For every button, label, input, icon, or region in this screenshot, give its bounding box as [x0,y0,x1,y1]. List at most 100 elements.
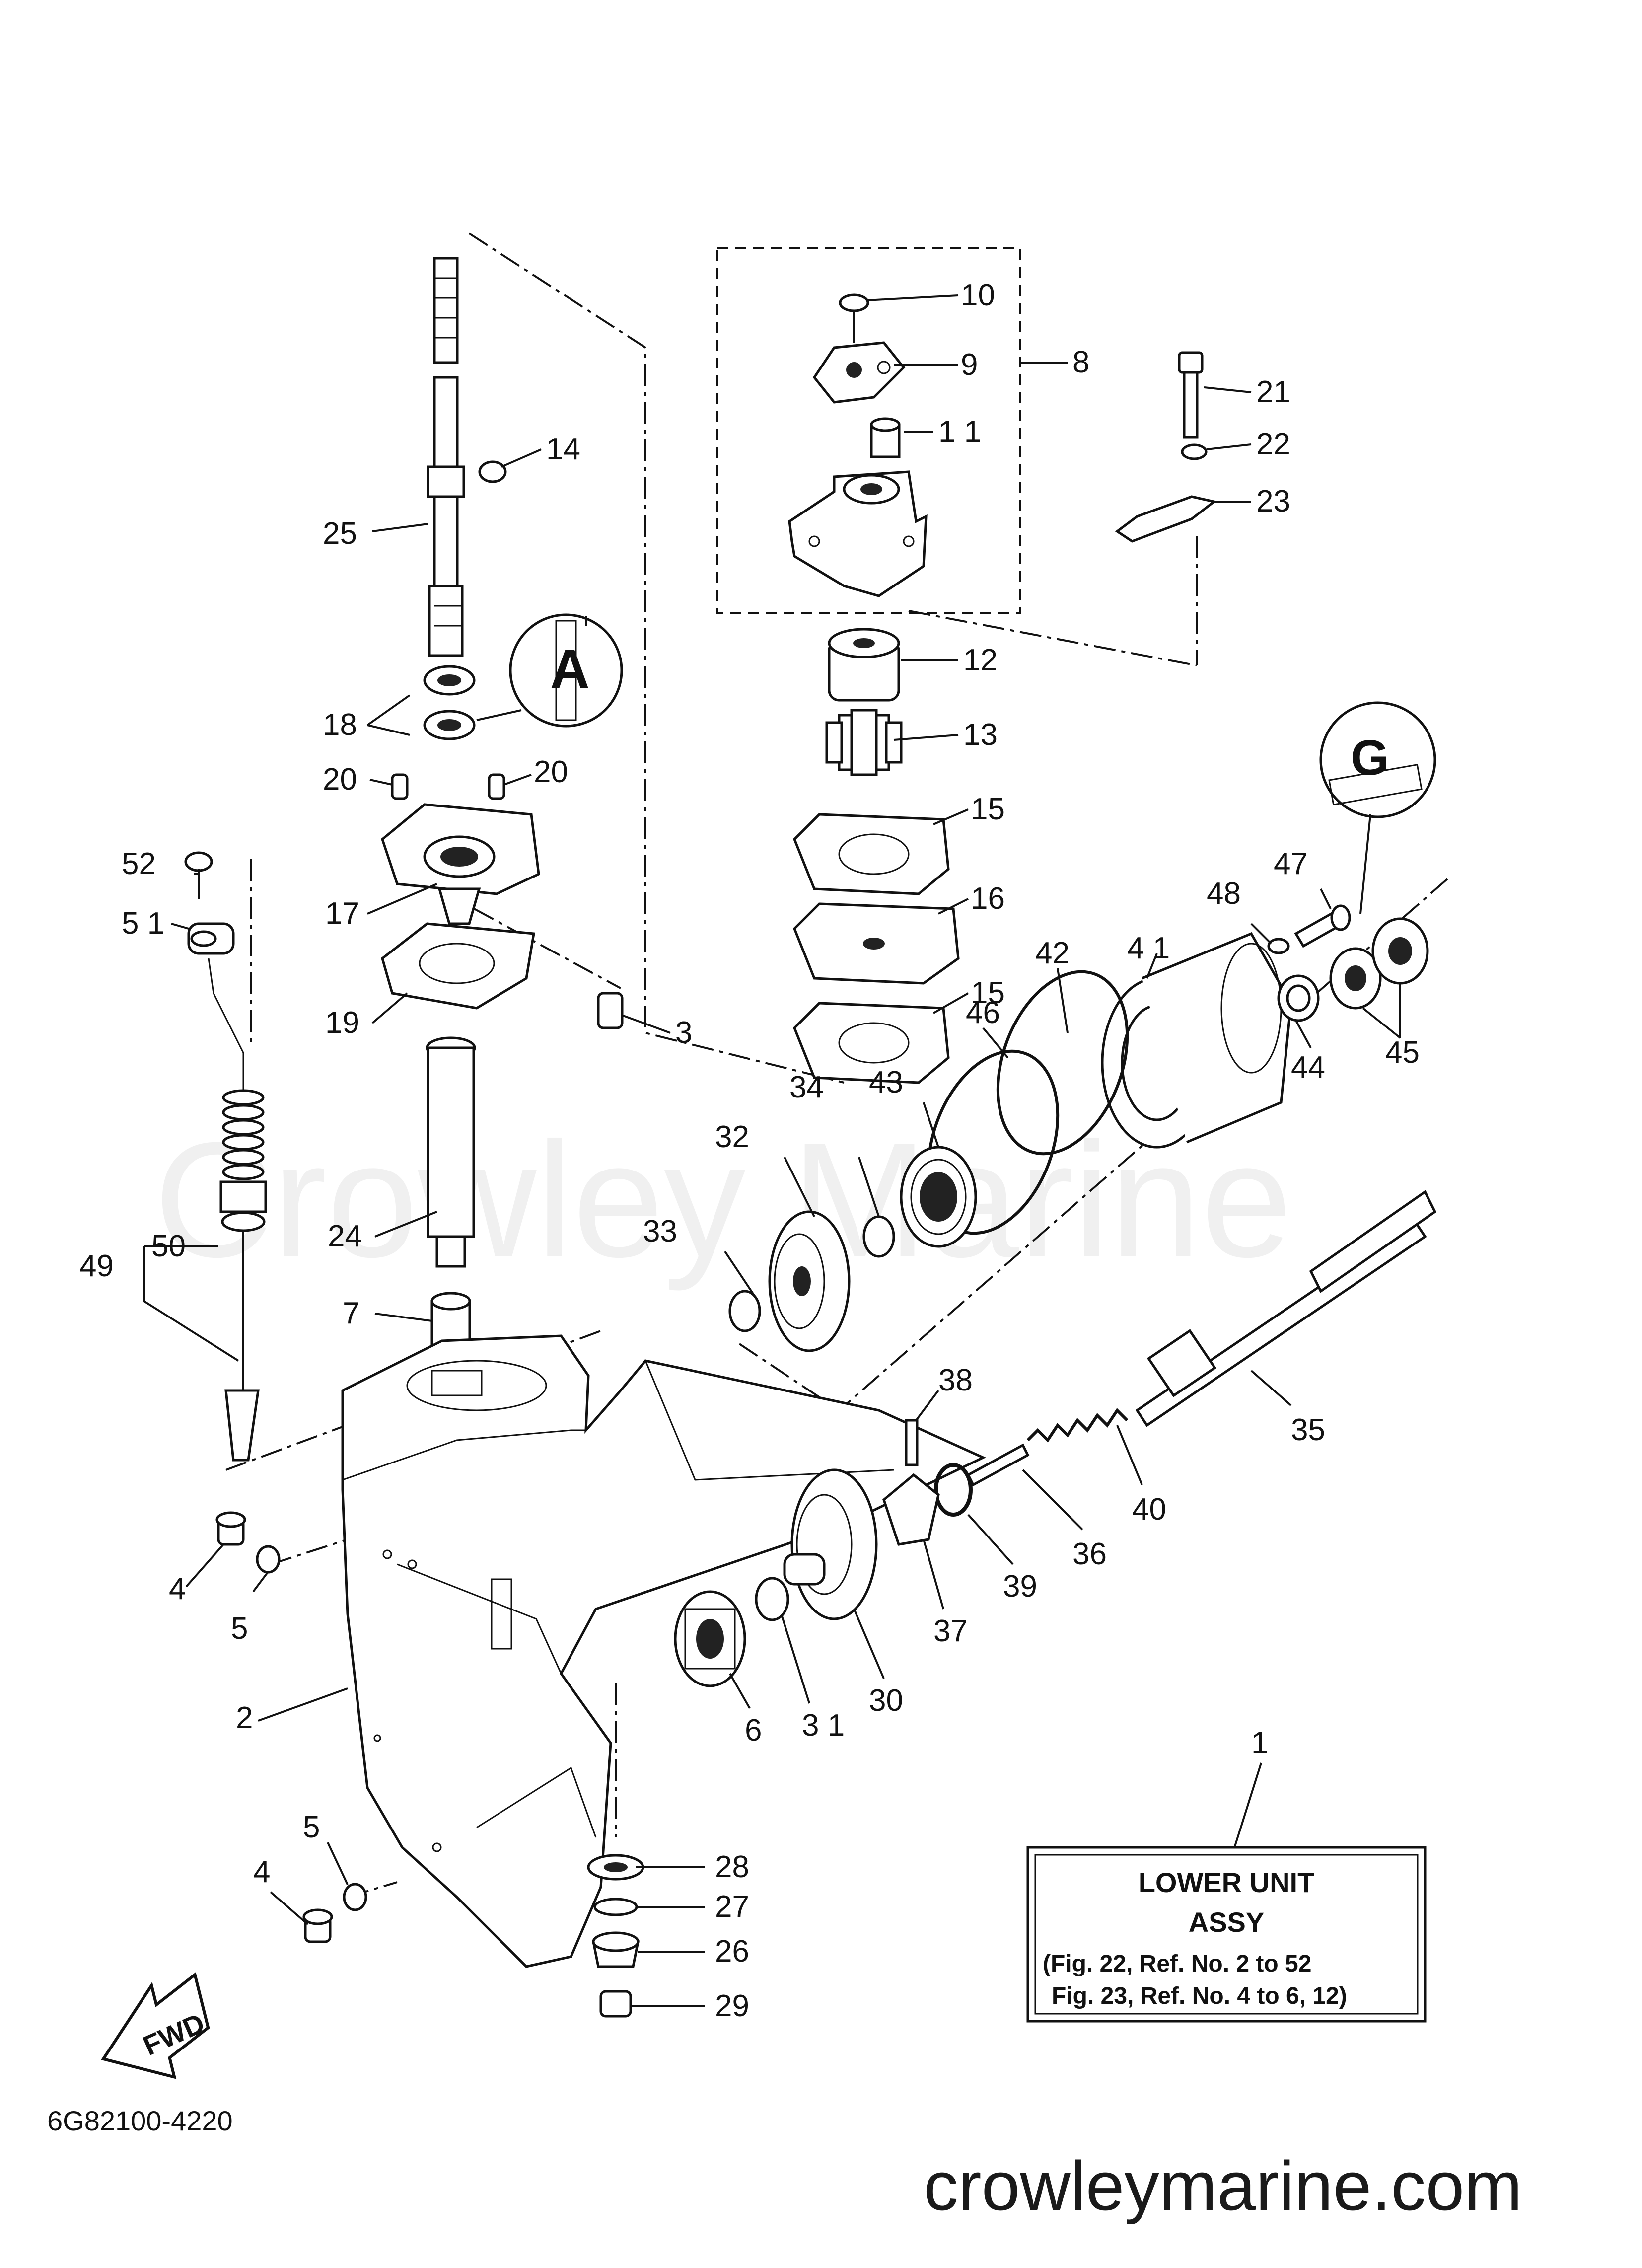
label-28: 28 [715,1850,749,1884]
bolt-47 [1294,904,1351,948]
label-43: 43 [869,1065,903,1099]
label-29: 29 [715,1989,749,2023]
outer-plate-16 [793,902,960,985]
label-47: 47 [1274,847,1308,881]
label-46: 46 [966,996,1000,1030]
pump-liner-12 [828,628,900,702]
bolt-21 [1178,351,1204,439]
label-51: 5 1 [122,906,164,941]
label-31: 3 1 [802,1708,845,1743]
svg-text:A: A [550,639,589,700]
info-line-4: Fig. 23, Ref. No. 4 to 6, 12) [1052,1983,1347,2009]
washer-48 [1267,938,1290,954]
label-7: 7 [343,1296,359,1330]
label-36: 36 [1072,1537,1107,1571]
label-39: 39 [1003,1569,1037,1604]
drive-shaft [427,257,465,657]
gasket-15-upper [793,813,950,895]
grease-badge-a: A [509,613,623,728]
clip-39 [934,1463,973,1517]
label-16: 16 [971,881,1005,916]
bearing-43 [900,1146,977,1248]
bearing-28 [587,1854,644,1881]
pump-assembly-box [716,247,1021,614]
label-14: 14 [546,432,580,466]
lower-case-2 [341,1334,986,1968]
label-50: 50 [151,1229,186,1263]
label-10: 10 [961,278,995,312]
label-8: 8 [1072,345,1089,379]
label-35: 35 [1291,1413,1325,1447]
assembly-info-box: LOWER UNIT ASSY (Fig. 22, Ref. No. 2 to … [1026,1846,1427,2023]
label-4-lower: 4 [253,1855,270,1889]
woodruff-key [478,460,507,483]
drawing-number: 6G82100-4220 [47,2105,233,2136]
label-37: 37 [933,1614,968,1648]
spring-40 [1026,1408,1129,1443]
drain-screw-lower [302,1883,367,1943]
fwd-arrow: FWD [101,1972,210,2079]
label-34: 34 [789,1070,824,1104]
prop-shaft-housing-41 [1101,932,1292,1149]
label-2: 2 [236,1701,253,1735]
screw-10 [839,293,869,343]
label-9: 9 [961,348,978,382]
shim-31 [755,1577,789,1621]
label-3: 3 [675,1016,692,1050]
bearing-6 [674,1590,746,1687]
label-30: 30 [869,1683,903,1718]
propeller-shaft-35 [1135,1190,1437,1427]
label-38: 38 [938,1363,973,1397]
dowel-pin [391,773,409,800]
watermark: Crowley Marine [154,1108,1292,1292]
label-6: 6 [745,1713,762,1748]
dowel-pin [488,773,505,800]
label-15-upper: 15 [971,792,1005,826]
pump-plate-17 [381,803,540,925]
dog-clutch-37 [882,1473,940,1546]
label-13: 13 [963,718,998,752]
impeller-13 [825,709,903,776]
label-11: 1 1 [938,415,981,449]
needle-bearing-44 [1277,974,1320,1022]
label-24: 24 [328,1219,362,1253]
screw-52 [184,851,213,899]
label-5-lower: 5 [303,1810,320,1844]
plate-23 [1115,495,1217,543]
label-27: 27 [715,1890,749,1924]
bearings-18 [423,665,476,740]
label-48: 48 [1207,877,1241,911]
plunger-36 [966,1443,1030,1487]
o-ring-42 [996,970,1129,1156]
gasket-15-lower [793,1002,950,1084]
forward-gear-32 [768,1210,851,1352]
label-20-left: 20 [323,762,357,797]
label-52: 52 [122,847,156,881]
label-1: 1 [1251,1726,1268,1760]
label-21: 21 [1256,375,1290,409]
grease-badge-g: G [1319,701,1436,818]
drain-screw-upper [215,1511,281,1574]
label-41: 4 1 [1127,931,1170,965]
label-5-upper: 5 [231,1611,248,1646]
label-19: 19 [325,1006,359,1040]
svg-text:G: G [1351,730,1389,786]
nut-29 [599,1990,632,2018]
shim-34 [862,1215,895,1258]
label-22: 22 [1256,427,1290,461]
label-40: 40 [1132,1492,1166,1527]
info-line-1: LOWER UNIT [1139,1867,1315,1898]
label-20-right: 20 [534,755,568,789]
pin-38 [905,1419,919,1466]
gasket-19 [381,922,535,1010]
label-12: 12 [963,643,998,677]
label-49: 49 [79,1249,114,1283]
site-footer: crowleymarine.com [924,2147,1522,2225]
part-labels: 10 9 8 1 1 12 13 15 16 15 14 25 18 20 20… [79,278,1420,2023]
label-26: 26 [715,1934,749,1969]
insert-cartridge-9 [812,341,906,404]
pinion-26 [591,1931,640,1968]
label-32: 32 [715,1120,749,1154]
label-33: 33 [643,1214,677,1248]
seal-11 [870,417,901,458]
